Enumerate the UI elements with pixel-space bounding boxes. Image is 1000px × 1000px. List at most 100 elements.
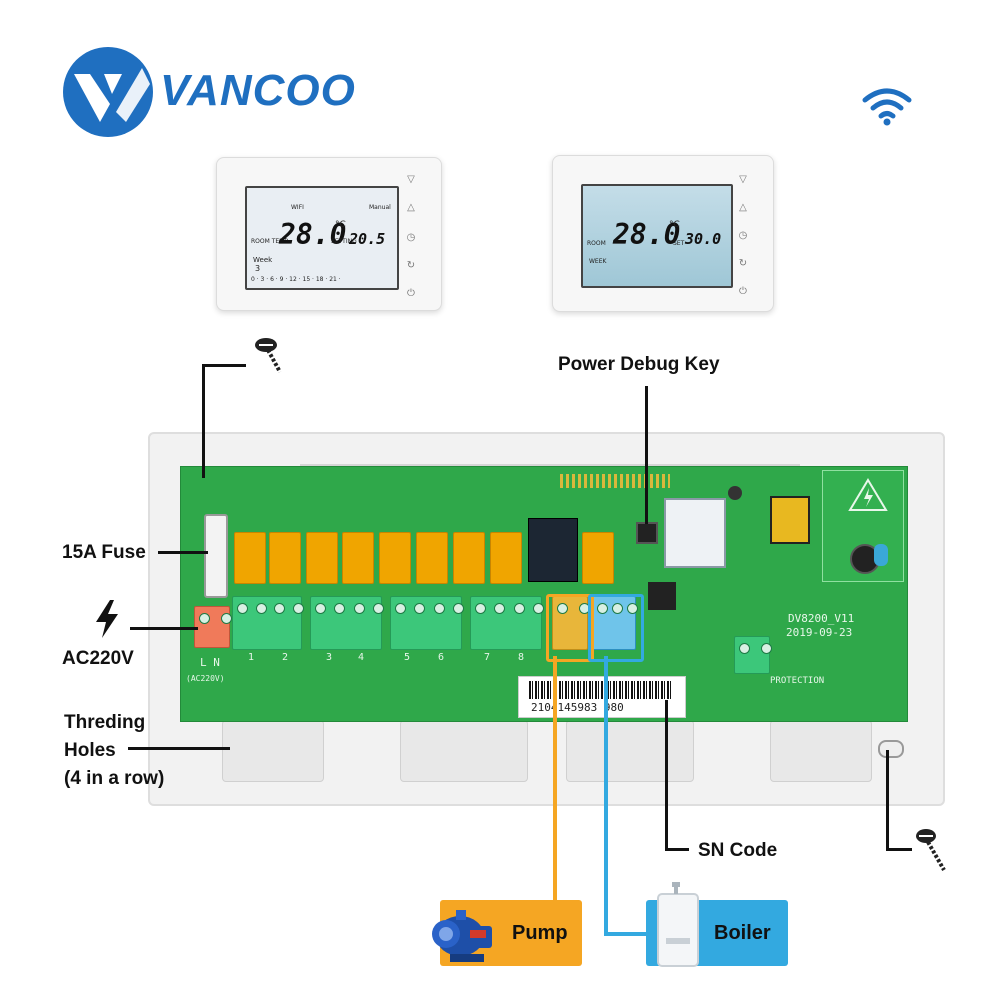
boiler-label: Boiler	[714, 922, 771, 944]
callout-line-ac	[130, 627, 198, 630]
screw-icon	[916, 829, 946, 871]
zone-number: 7	[484, 652, 491, 663]
terminal-screw	[761, 643, 772, 654]
terminal-screw	[237, 603, 248, 614]
capacitor	[728, 486, 742, 500]
threading-label-1: Threding	[64, 712, 146, 733]
room-temp-unit: °C	[669, 220, 680, 230]
boiler-wire	[604, 932, 652, 936]
zone-number: 8	[518, 652, 525, 663]
down-button[interactable]: ▽	[739, 174, 747, 185]
lightning-icon	[96, 600, 118, 638]
antenna	[560, 474, 670, 488]
clock-button[interactable]: ◷	[406, 232, 416, 243]
clock-button[interactable]: ◷	[738, 230, 748, 241]
zone-terminal	[310, 596, 384, 650]
terminal-screw	[453, 603, 464, 614]
zone-number: 5	[404, 652, 411, 663]
zone-relay	[379, 532, 411, 584]
boiler-highlight	[588, 594, 644, 662]
zone-terminal	[390, 596, 464, 650]
pump-wire	[553, 656, 557, 904]
high-voltage-icon	[848, 478, 888, 511]
callout-line-screw2	[886, 750, 889, 850]
down-button[interactable]: ▽	[407, 174, 415, 185]
callout-line-debug	[645, 386, 648, 524]
protection-terminal	[734, 636, 772, 674]
boiler-wire	[604, 656, 608, 936]
up-button[interactable]: △	[407, 202, 415, 213]
pump-highlight	[546, 594, 594, 662]
set-temperature: 20.5	[349, 230, 386, 248]
thermostat-backlit-lcd: ROOM 28.0 °C SET 30.0 WEEK ▽ △ ◷ ↻ ⏻	[552, 155, 774, 312]
sn-code-label: SN Code	[698, 840, 778, 861]
terminal-screw	[315, 603, 326, 614]
terminal-screw	[557, 603, 568, 614]
boiler-icon	[657, 882, 699, 967]
room-temperature: 28.0	[613, 218, 681, 251]
up-button[interactable]: △	[739, 202, 747, 213]
lcd-screen: ROOM 28.0 °C SET 30.0 WEEK	[581, 184, 733, 288]
callout-line-screw	[202, 364, 205, 478]
terminal-screw	[199, 613, 210, 624]
threading-hole	[222, 720, 324, 782]
mounting-hole	[878, 740, 904, 758]
terminal-screw	[274, 603, 286, 614]
wifi-module	[664, 498, 726, 568]
ac-terminal	[194, 606, 232, 648]
terminal-screw	[533, 603, 544, 614]
wifi-icon	[862, 88, 912, 126]
zone-number: 1	[248, 652, 255, 663]
terminal-screw	[255, 603, 267, 614]
lcd-set-label: SET	[673, 240, 685, 247]
terminal-screw	[494, 603, 506, 614]
threading-hole	[400, 720, 528, 782]
terminal-screw	[433, 603, 445, 614]
callout-line-screw	[202, 364, 246, 367]
lcd-room-label: ROOM	[587, 240, 606, 247]
terminal-screw	[221, 613, 232, 624]
pcb-ln: L N	[200, 656, 220, 669]
zone-relay	[234, 532, 266, 584]
terminal-screw	[353, 603, 365, 614]
fuse	[204, 514, 228, 598]
housing-rib	[300, 438, 800, 466]
power-button[interactable]: ⏻	[739, 286, 747, 297]
pcb-date: 2019-09-23	[786, 626, 853, 639]
lcd-room-label: ROOM TEMP	[251, 238, 288, 245]
brand-name: VANCOO	[160, 66, 356, 115]
sn-label: 2104145983 980	[518, 676, 686, 718]
callout-line-screw2	[886, 848, 912, 851]
lcd-screen: WIFI Manual ROOM TEMP 28.0 °C SETTING 20…	[245, 186, 399, 290]
lcd-timeline: 0 · 3 · 6 · 9 · 12 · 15 · 18 · 21 ·	[251, 276, 341, 283]
brand-logo: VANCOO	[60, 44, 360, 140]
mcu-chip	[648, 582, 676, 610]
terminal-screw	[597, 603, 608, 614]
lcd-week-label: Week	[253, 256, 273, 264]
terminal-screw	[395, 603, 406, 614]
zone-number: 3	[326, 652, 333, 663]
brand-logo-mark	[63, 47, 153, 137]
threading-label-3: (4 in a row)	[64, 768, 165, 789]
pump-icon	[432, 910, 492, 962]
zone-number: 6	[438, 652, 445, 663]
terminal-screw	[627, 603, 638, 614]
power-debug-key[interactable]	[636, 522, 658, 544]
mode-button[interactable]: ↻	[406, 260, 416, 271]
screw-icon	[255, 338, 282, 373]
set-temperature: 30.0	[685, 230, 722, 248]
ac-label: AC220V	[62, 648, 134, 669]
lcd-week-label: WEEK	[589, 258, 607, 265]
mode-button[interactable]: ↻	[738, 258, 748, 269]
terminal-screw	[612, 603, 623, 614]
zone-relay	[416, 532, 448, 584]
callout-line-sn	[665, 700, 668, 850]
pump-label: Pump	[512, 922, 568, 944]
power-button[interactable]: ⏻	[407, 288, 415, 299]
terminal-screw	[414, 603, 426, 614]
capacitor	[874, 544, 888, 566]
pcb-ac-small: (AC220V)	[186, 674, 225, 683]
callout-line-threading	[128, 747, 230, 750]
terminal-screw	[334, 603, 346, 614]
pcb-protection: PROTECTION	[770, 676, 825, 686]
